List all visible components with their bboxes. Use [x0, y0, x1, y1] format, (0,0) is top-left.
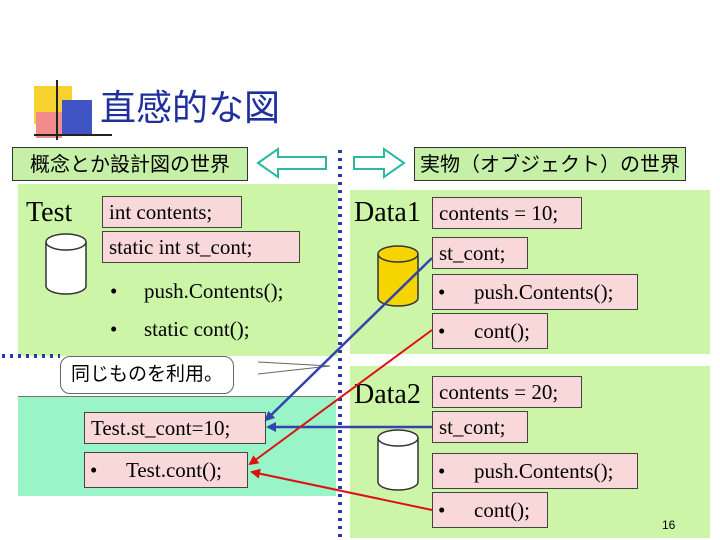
test-field-st-cont: static int st_cont;: [102, 231, 300, 263]
data1-method-push-contents: push.Contents();: [474, 280, 614, 304]
logo-horizontal-line: [34, 134, 112, 136]
data1-method2-box: [432, 313, 548, 349]
test-cylinder-icon: [45, 233, 87, 295]
data2-method2-box: [432, 492, 548, 528]
red-arrow-data1-to-call: [248, 329, 433, 466]
test-method-push-contents: push.Contents();: [144, 279, 284, 303]
data1-method1-bullet: •: [438, 280, 446, 304]
data2-method-push-contents: push.Contents();: [474, 459, 614, 483]
data2-method2-bullet: •: [438, 498, 446, 522]
left-header: 概念とか設計図の世界: [12, 147, 248, 181]
page-title: 直感的な図: [100, 88, 281, 129]
data1-field-st-cont: st_cont;: [432, 237, 528, 269]
data2-field-st-cont: st_cont;: [432, 411, 528, 443]
data2-method1-bullet: •: [438, 459, 446, 483]
red-arrow-data2-to-call: [250, 468, 433, 511]
data1-field-contents: contents = 10;: [432, 197, 582, 229]
usage-line2-bullet: •: [90, 458, 98, 482]
blue-arrow-data1-to-usage: [264, 257, 433, 422]
test-method1-bullet: •: [110, 279, 118, 303]
callout-same-thing: 同じものを利用。: [60, 356, 235, 394]
test-method2-bullet: •: [110, 317, 118, 341]
callout-pointer: [257, 361, 331, 375]
logo-blue-square: [62, 100, 92, 134]
data2-method1-box: [432, 453, 638, 489]
teal-double-arrow-right: [353, 147, 406, 179]
usage-st-cont-assign: Test.st_cont=10;: [84, 412, 266, 444]
logo-vertical-line: [56, 80, 58, 140]
usage-test-cont-call: Test.cont();: [126, 458, 222, 482]
test-field-contents: int contents;: [102, 196, 242, 228]
data1-cylinder-icon: [377, 245, 419, 307]
test-class-name: Test: [26, 197, 73, 228]
data2-method-cont: cont();: [474, 498, 530, 522]
teal-double-arrow-left: [256, 147, 327, 179]
data1-name: Data1: [354, 197, 421, 228]
data1-method-cont: cont();: [474, 319, 530, 343]
data1-method2-bullet: •: [438, 319, 446, 343]
usage-line2-box: [84, 452, 248, 488]
right-header: 実物（オブジェクト）の世界: [414, 147, 686, 181]
data2-cylinder-icon: [377, 429, 419, 491]
data2-field-contents: contents = 20;: [432, 376, 582, 408]
page-number: 16: [662, 518, 676, 532]
data1-method1-box: [432, 274, 638, 310]
data2-name: Data2: [354, 379, 421, 410]
test-method-static-cont: static cont();: [144, 317, 250, 341]
